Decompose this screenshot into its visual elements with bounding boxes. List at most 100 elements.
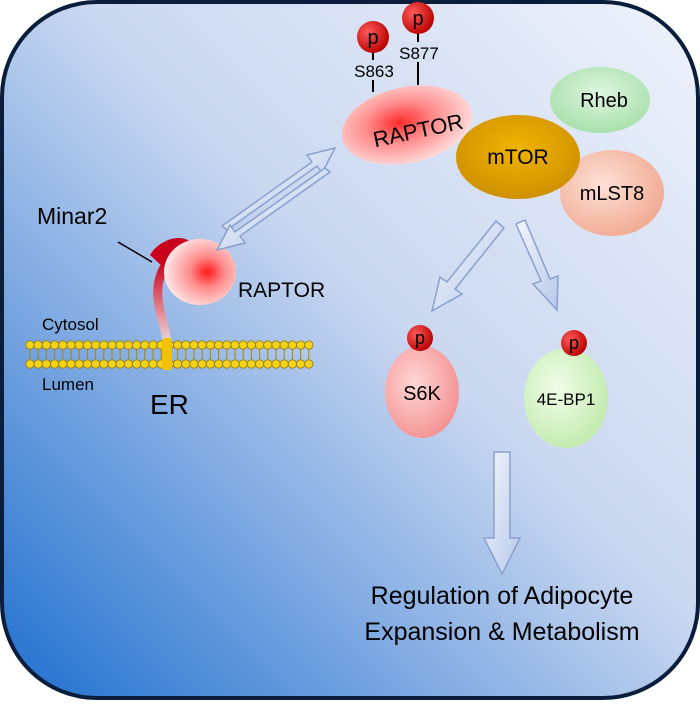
lipid-head [205, 359, 215, 369]
lipid-head [295, 359, 306, 369]
mtor-label: mTOR [487, 146, 548, 169]
phospho-label-s877: p [412, 8, 423, 30]
er-label: ER [150, 389, 189, 420]
lipid-head [132, 340, 142, 350]
lipid-head [189, 340, 199, 350]
lipid-head [99, 340, 109, 350]
lipid-head [214, 340, 224, 350]
lipid-head [255, 340, 265, 350]
lipid-head [230, 340, 240, 350]
lipid-head [74, 340, 84, 350]
mtor-ellipse [456, 115, 580, 199]
lipid-head [82, 359, 93, 369]
lipid-head [91, 359, 101, 369]
lipid-head [222, 359, 232, 369]
phospho-circle-4ebp1 [561, 330, 587, 356]
lipid-head [197, 340, 207, 350]
lipid-head [230, 359, 240, 369]
lumen-label: Lumen [42, 375, 94, 394]
lipid-head [148, 359, 158, 369]
rheb-label: Rheb [580, 90, 628, 112]
lipid-head [58, 340, 68, 350]
phospho-label-4ebp1: p [569, 333, 579, 353]
lipid-head [181, 340, 191, 350]
lipid-head [33, 359, 43, 369]
lipid-head [271, 359, 281, 369]
fourebp1-ellipse [524, 348, 608, 448]
outcome-arrow [482, 451, 522, 576]
lipid-head [263, 359, 273, 369]
lipid-head [197, 359, 207, 369]
lipid-head [304, 340, 314, 350]
lipid-head [107, 359, 117, 369]
lipid-head [82, 340, 93, 350]
lipid-head [123, 359, 133, 369]
lipid-head [295, 340, 306, 350]
lipid-head [115, 359, 125, 369]
lipid-head [132, 359, 142, 369]
lipid-head [181, 359, 191, 369]
lipid-head [304, 359, 314, 369]
lipid-head [25, 340, 35, 350]
lipid-head [74, 359, 84, 369]
site-label-s877: S877 [399, 44, 439, 63]
s6k-ellipse [385, 346, 459, 438]
lipid-head [49, 340, 60, 350]
phospho-label-s863: p [367, 27, 378, 49]
lipid-head [271, 340, 281, 350]
phospho-circle-s863 [357, 21, 389, 53]
cytosol-label: Cytosol [42, 315, 99, 334]
outcome-line2: Expansion & Metabolism [364, 618, 639, 646]
lipid-head [287, 359, 297, 369]
lipid-head [41, 359, 52, 369]
lipid-head [246, 359, 256, 369]
minar2-pointer-line [117, 241, 153, 263]
raptor-bound-ellipse [164, 239, 236, 305]
phospho-circle-s6k [407, 325, 433, 351]
lipid-head [279, 359, 289, 369]
lipid-head [49, 359, 60, 369]
lipid-head [148, 340, 158, 350]
lipid-head [66, 359, 76, 369]
mlst8-label: mLST8 [580, 183, 644, 205]
lipid-head [91, 340, 101, 350]
lipid-head [255, 359, 265, 369]
lipid-head [41, 340, 52, 350]
translocation-arrows [215, 146, 337, 252]
lipid-head [246, 340, 256, 350]
outcome-line1: Regulation of Adipocyte [371, 582, 634, 610]
lipid-head [66, 340, 76, 350]
lipid-head [140, 359, 150, 369]
lipid-head [25, 359, 35, 369]
lipid-head [173, 340, 183, 350]
lipid-head [238, 359, 248, 369]
phospho-circle-s877 [402, 2, 434, 34]
lipid-head [189, 359, 199, 369]
rheb-ellipse [550, 67, 650, 133]
lipid-head [99, 359, 109, 369]
lipid-head [222, 340, 232, 350]
lipid-head [287, 340, 297, 350]
lipid-head [107, 340, 117, 350]
lipid-head [33, 340, 43, 350]
lipid-head [279, 340, 289, 350]
raptor-bound-label: RAPTOR [238, 279, 325, 302]
lipid-head [140, 340, 150, 350]
lipid-head [58, 359, 68, 369]
lipid-head [238, 340, 248, 350]
lipid-head [214, 359, 224, 369]
s6k-label: S6K [403, 383, 441, 405]
lipid-head [205, 340, 215, 350]
lipid-head [173, 359, 183, 369]
minar2-label: Minar2 [37, 203, 107, 229]
activation-arrows [430, 219, 559, 313]
lipid-head [123, 340, 133, 350]
fourebp1-label: 4E-BP1 [537, 390, 596, 409]
phospho-label-s6k: p [415, 328, 425, 348]
lipid-head [115, 340, 125, 350]
lipid-head [263, 340, 273, 350]
mlst8-ellipse [560, 150, 664, 236]
site-label-s863: S863 [354, 62, 394, 81]
